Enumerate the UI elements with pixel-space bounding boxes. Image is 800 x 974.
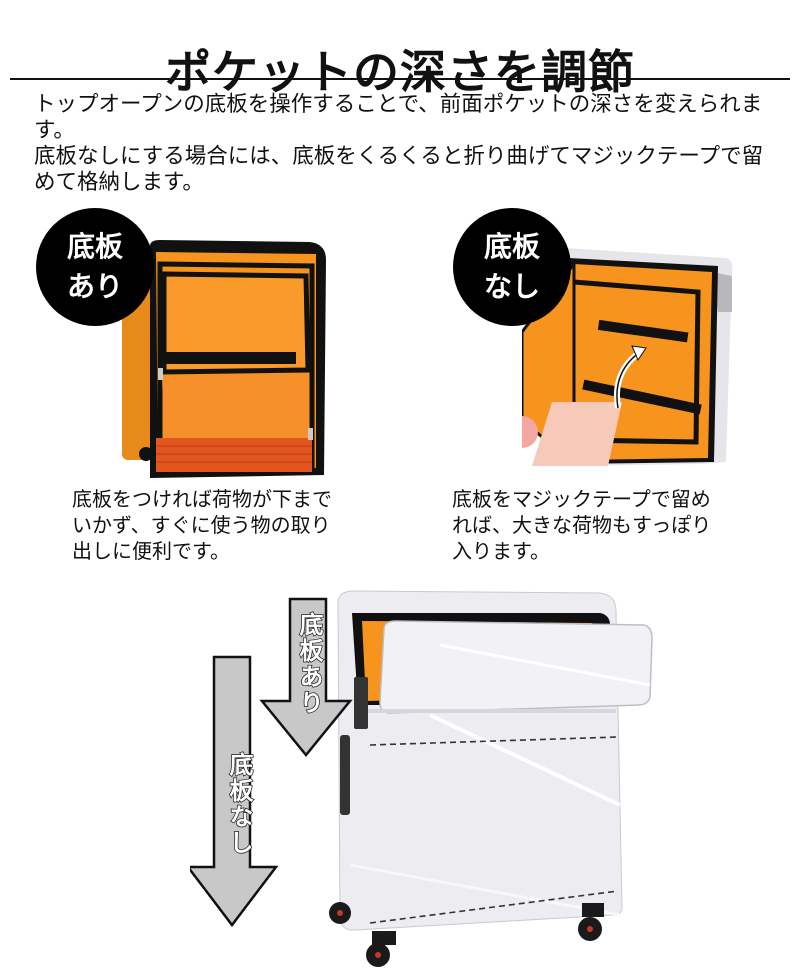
badge-with-board: 底板 あり [36,208,154,326]
arrow-depth-without-board [190,655,279,928]
caption-line: 底板をマジックテープで留め [452,487,711,511]
title-divider [10,78,790,80]
label-without-board: 底板なし [224,751,254,857]
intro-text: トップオープンの底板を操作することで、前面ポケットの深さを変えられます。 底板な… [34,92,774,196]
caption-line: 出しに便利です。 [72,539,230,563]
caption-with-board: 底板をつければ荷物が下まで いかず、すぐに使う物の取り 出しに便利です。 [72,486,332,564]
intro-paragraph-1: トップオープンの底板を操作することで、前面ポケットの深さを変えられます。 [34,92,763,143]
photo-pocket-without-board [522,248,733,466]
intro-paragraph-2: 底板なしにする場合には、底板をくるくると折り曲げてマジックテープで留めて格納しま… [34,144,764,195]
label-with-board: 底板あり [294,611,324,717]
caption-line: いかず、すぐに使う物の取り [72,513,331,537]
page-title: ポケットの深さを調節 [165,44,635,99]
caption-line: れば、大きな荷物もすっぽり [452,513,712,537]
arrow-depth-with-board [259,597,353,757]
caption-without-board: 底板をマジックテープで留め れば、大きな荷物もすっぽり 入ります。 [452,486,711,564]
badge-line-1: 底板 [483,230,540,263]
badge-line-1: 底板 [66,230,123,263]
badge-line-2: あり [66,270,123,303]
caption-line: 底板をつければ荷物が下まで [72,487,332,511]
badge-line-2: なし [483,270,540,303]
caption-line: 入ります。 [452,539,550,563]
suitcase-depth-diagram [190,590,653,967]
badge-without-board: 底板 なし [453,208,571,326]
photo-pocket-with-board [122,240,326,478]
